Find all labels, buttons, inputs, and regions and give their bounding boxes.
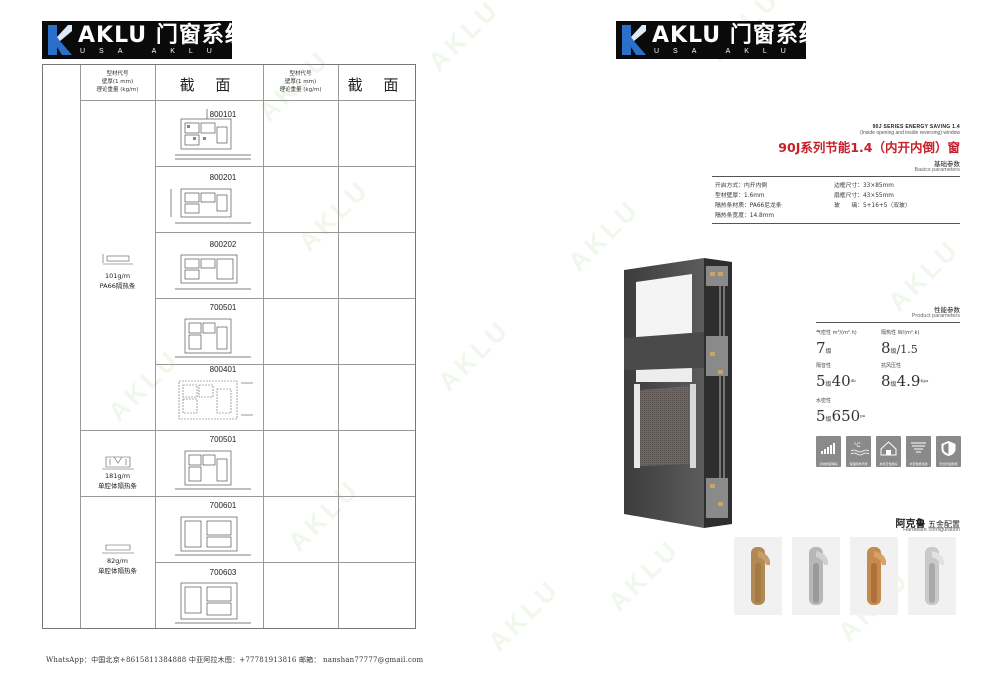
logo-mark-icon (48, 25, 72, 55)
basic-title-en: Basics parameters (914, 167, 960, 173)
performance-title-cn: 性能参数 (934, 306, 960, 314)
profile-drawing (175, 254, 251, 290)
house-icon: 抗风压性能好 (876, 436, 901, 467)
profile-code: 700501 (209, 435, 237, 444)
thermal-icon: °C 保温隔热节能 (846, 436, 871, 467)
series-title-en: 90J SERIES ENERGY SAVING 1.4 (872, 124, 960, 130)
header-spec-2: 型材代号 壁厚(1 mm) 理论重量 (kg/m) (279, 71, 322, 93)
profile-drawing (175, 450, 251, 490)
basic-title-cn: 基础参数 (934, 160, 960, 168)
logo-sub-text: USA AKLU (80, 48, 226, 55)
handle-chrome-image (908, 537, 956, 615)
divider (712, 176, 960, 177)
divider (712, 223, 960, 224)
series-title-cn: 90J系列节能1.4（内开内倒）窗 (778, 140, 960, 155)
watermark: AKLU (431, 313, 516, 397)
strip-drawing (102, 544, 134, 554)
strip-drawing (102, 254, 133, 265)
perf-value-sound: 5级40db (816, 372, 856, 390)
profile-drawing (175, 582, 251, 624)
profile-drawing (178, 380, 253, 420)
watermark: AKLU (421, 0, 506, 77)
svg-text:°C: °C (854, 443, 861, 449)
logo-sub-text: USA AKLU (654, 48, 800, 55)
strip-label: 181g/m 单腔体隔热条 (98, 472, 137, 490)
perf-label-airtight: 气密性 m³/(m².h) (816, 330, 857, 336)
perf-value-thermal: 8级/1.5 (881, 339, 918, 357)
profile-drawing (175, 516, 251, 556)
logo-brand-text: AKLU 门窗系统 (78, 23, 248, 48)
hardware-title-en: Hardware configuration (903, 527, 960, 533)
handle-bronze-image (850, 537, 898, 615)
sound-insulation-icon: 高效隔音降噪 (816, 436, 841, 467)
header-section-2: 截 面 (347, 76, 407, 94)
brand-logo: AKLU 门窗系统 USA AKLU (616, 21, 821, 59)
water-icon: 水密性能优越 (906, 436, 931, 467)
strip-label: 101g/m PA66隔热条 (99, 272, 136, 290)
profile-code: 700501 (209, 303, 237, 312)
perf-value-wind: 8级4.9Kpa (881, 372, 929, 390)
handle-gold-image (734, 537, 782, 615)
profile-table: 型材代号 壁厚(1 mm) 理论重量 (kg/m) 截 面 型材代号 壁厚(1 … (42, 64, 416, 629)
brand-logo: AKLU 门窗系统 USA AKLU (42, 21, 247, 59)
basic-params-left: 开启方式：内开内倒 型材壁厚：1.6mm 隔热条材质：PA66尼龙条 隔热条宽度… (715, 183, 782, 219)
profile-code: 800201 (209, 173, 237, 182)
profile-code: 800202 (209, 240, 237, 249)
perf-value-airtight: 7级 (816, 339, 832, 357)
perf-label-water: 水密性 (816, 398, 832, 404)
profile-drawing (175, 109, 251, 160)
shield-icon: 安全防盗耐用 (936, 436, 961, 467)
profile-code: 700601 (209, 501, 237, 510)
perf-label-wind: 抗风压性 (881, 363, 902, 369)
window-product-image (624, 258, 732, 528)
profile-drawing (175, 318, 251, 358)
footer-contact: WhatsApp：中国北京+8615811384888 中亚阿拉木图：+7778… (46, 656, 424, 664)
watermark: AKLU (601, 533, 686, 617)
perf-value-water: 5级650pa (816, 407, 866, 425)
hardware-title-cn: 阿克鲁 五金配置 (895, 519, 960, 530)
watermark: AKLU (481, 573, 566, 657)
divider (816, 322, 960, 323)
profile-code: 700603 (209, 568, 237, 577)
perf-label-thermal: 隔热性 W/(m².k) (881, 330, 920, 336)
header-spec: 型材代号 壁厚(1 mm) 理论重量 (kg/m) (96, 71, 139, 93)
logo-mark-icon (622, 25, 646, 55)
handle-silver-image (792, 537, 840, 615)
strip-drawing (102, 456, 134, 470)
performance-title-en: Product parameters (911, 313, 960, 319)
profile-code: 800101 (209, 110, 237, 119)
profile-drawing (170, 188, 251, 224)
series-subtitle-en: (Inside opening and inside reversing) wi… (859, 130, 960, 136)
profile-code: 800401 (209, 365, 237, 374)
basic-params-right: 边框尺寸：33×85mm 扇框尺寸：43×55mm 玻 璃：5+16+5（双玻） (834, 183, 911, 209)
perf-label-sound: 隔音性 (816, 363, 832, 369)
logo-brand-text: AKLU 门窗系统 (652, 23, 822, 48)
header-section: 截 面 (179, 76, 239, 94)
strip-label: 82g/m 单腔体隔热条 (98, 557, 137, 575)
